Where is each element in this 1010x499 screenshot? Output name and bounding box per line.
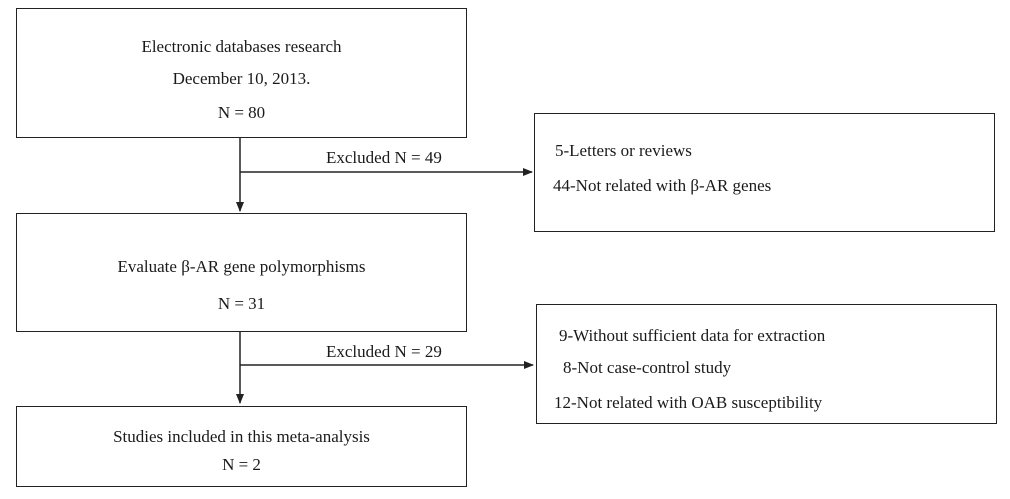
evaluate-count: N = 31 — [217, 294, 266, 313]
excluded-second-reason-3: 12-Not related with OAB susceptibility — [554, 393, 823, 412]
excluded-first-reason-2: 44-Not related with β-AR genes — [553, 176, 772, 195]
excluded-second-reason-2: 8-Not case-control study — [563, 358, 732, 377]
excluded-first-reason-1: 5-Letters or reviews — [555, 141, 692, 160]
included-count: N = 2 — [222, 455, 261, 474]
excluded-first-label: Excluded N = 49 — [326, 148, 442, 167]
excluded-first-box: 5-Letters or reviews 44-Not related with… — [534, 113, 995, 232]
evaluate-title: Evaluate β-AR gene polymorphisms — [117, 257, 366, 276]
excluded-second-reason-1: 9-Without sufficient data for extraction — [559, 326, 826, 345]
included-box: Studies included in this meta-analysis N… — [16, 406, 467, 487]
search-date: December 10, 2013. — [172, 69, 311, 88]
excluded-second-label: Excluded N = 29 — [326, 342, 442, 361]
search-title: Electronic databases research — [141, 37, 342, 56]
included-title: Studies included in this meta-analysis — [113, 427, 370, 446]
excluded-second-box: 9-Without sufficient data for extraction… — [536, 304, 997, 424]
evaluate-box: Evaluate β-AR gene polymorphisms N = 31 — [16, 213, 467, 332]
search-count: N = 80 — [217, 103, 266, 122]
search-box: Electronic databases research December 1… — [16, 8, 467, 138]
